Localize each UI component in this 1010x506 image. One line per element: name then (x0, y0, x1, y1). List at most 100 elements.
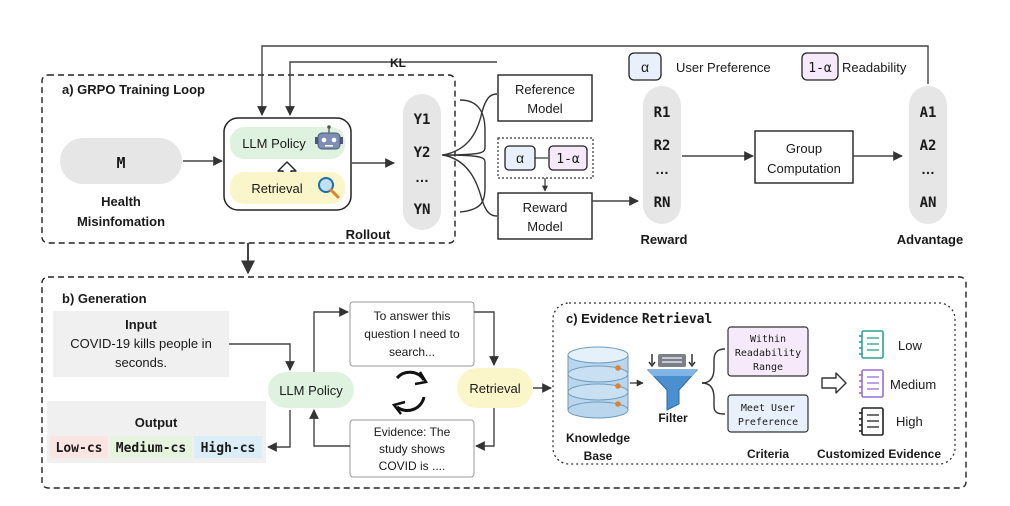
level-high: High (896, 414, 923, 429)
notebook-medium-icon (859, 369, 884, 398)
advantage-an: AN (920, 195, 937, 211)
cycle-icon (391, 370, 429, 415)
gen-retrieval-pill (457, 368, 533, 408)
filter-brace (701, 348, 726, 384)
gen-retrieval-label: Retrieval (469, 381, 520, 396)
gen-input-line2: seconds. (115, 355, 167, 370)
database-icon (567, 346, 629, 419)
brace-upper (442, 93, 498, 156)
reward-r2: R2 (654, 138, 671, 154)
level-medium: Medium (890, 377, 936, 392)
advantage-caption: Advantage (897, 232, 963, 247)
outputs-brace (441, 99, 486, 213)
alpha-chip-label: α (516, 150, 524, 166)
output-high: High-cs (201, 441, 256, 456)
generation-frame (41, 276, 967, 489)
evidence-retrieval-title: c) Evidence Retrieval (566, 311, 712, 327)
reward-model-line2: Model (527, 219, 563, 234)
reward-r1: R1 (654, 105, 671, 121)
one-minus-alpha-chip-label: 1-α (556, 152, 580, 167)
reference-model-line1: Reference (515, 82, 575, 97)
reward-dots: … (655, 161, 669, 177)
advantage-a1: A1 (920, 105, 937, 121)
gen-input-box (53, 311, 229, 377)
training-loop-title: a) GRPO Training Loop (62, 82, 205, 97)
reward-model-line1: Reward (523, 200, 568, 215)
legend-alpha-symbol: α (641, 59, 649, 75)
gen-policy-label: LLM Policy (279, 383, 343, 398)
criteria2-line2: Preference (738, 417, 798, 428)
output-dots: … (415, 169, 429, 185)
evidence-line1: Evidence: The (374, 425, 451, 439)
output-medium-bg (110, 436, 192, 458)
advantage-dots: … (921, 161, 935, 177)
hollow-right-arrow-icon (821, 372, 847, 394)
legend-one-minus-alpha-chip (801, 52, 839, 81)
group-line2: Computation (767, 161, 841, 176)
output-yn: YN (414, 202, 431, 218)
output-y2: Y2 (414, 145, 431, 161)
think-box (349, 301, 475, 367)
evidence-to-policy-line (309, 409, 350, 447)
kl-label: KL (390, 56, 406, 70)
advantages-pill (909, 86, 947, 224)
reward-caption: Reward (641, 232, 688, 247)
evidence-line3: COVID is .... (379, 459, 446, 473)
output-y1: Y1 (414, 112, 431, 128)
gen-input-line1: COVID-19 kills people in (70, 336, 212, 351)
input-to-policy-line (229, 343, 295, 371)
advantage-feedback-line (257, 45, 929, 116)
input-caption-line1: Health (101, 194, 141, 209)
policy-label: LLM Policy (242, 136, 306, 151)
legend-user-preference: User Preference (676, 60, 771, 75)
think-line3: search... (389, 345, 435, 359)
policy-to-think-line (313, 307, 349, 372)
magnifier-icon (318, 177, 340, 199)
brace-lower (442, 154, 498, 217)
criteria-caption: Criteria (747, 447, 789, 461)
output-medium: Medium-cs (116, 441, 186, 456)
notebook-high-icon (859, 407, 884, 436)
criteria1-line2: Readability (735, 348, 801, 359)
evidence-line2: study shows (379, 442, 445, 456)
rollout-label: Rollout (346, 227, 391, 242)
weights-dotted-box (497, 137, 594, 179)
generation-title: b) Generation (62, 291, 147, 306)
retrieval-to-evidence-line (475, 408, 495, 451)
group-computation-box (754, 130, 854, 184)
reward-rn: RN (654, 195, 671, 211)
criteria2-line1: Meet User (741, 403, 795, 414)
policy-green-band (230, 127, 345, 159)
filter-brace-lower (701, 382, 726, 415)
level-low: Low (898, 338, 922, 353)
think-line2: question I need to (364, 327, 460, 341)
reward-model-box (497, 192, 593, 240)
filter-icon (646, 354, 699, 411)
input-pill (60, 138, 182, 184)
criteria1-line1: Within (750, 334, 786, 345)
reference-model-line2: Model (527, 101, 563, 116)
gen-output-title: Output (135, 415, 178, 430)
robot-icon (315, 125, 343, 150)
criteria-readability-box (727, 326, 809, 377)
output-high-bg (194, 436, 262, 458)
gen-policy-pill (268, 372, 354, 408)
retrieval-label: Retrieval (251, 181, 302, 196)
think-to-retrieval-line (474, 311, 499, 366)
input-symbol: M (116, 154, 125, 172)
criteria-preference-box (727, 394, 809, 433)
legend-alpha-chip (628, 52, 662, 81)
input-caption-line2: Misinfomation (77, 214, 165, 229)
one-minus-alpha-chip (548, 145, 588, 171)
evidence-box (349, 419, 475, 478)
retrieval-yellow-band (230, 172, 345, 204)
kb-line1: Knowledge (566, 431, 630, 445)
customized-evidence-caption: Customized Evidence (817, 447, 941, 461)
rewards-pill (643, 86, 681, 224)
think-line1: To answer this (374, 309, 451, 323)
notebook-low-icon (859, 330, 884, 359)
gen-input-title: Input (125, 317, 157, 332)
group-line1: Group (786, 141, 822, 156)
filter-label: Filter (658, 411, 688, 425)
